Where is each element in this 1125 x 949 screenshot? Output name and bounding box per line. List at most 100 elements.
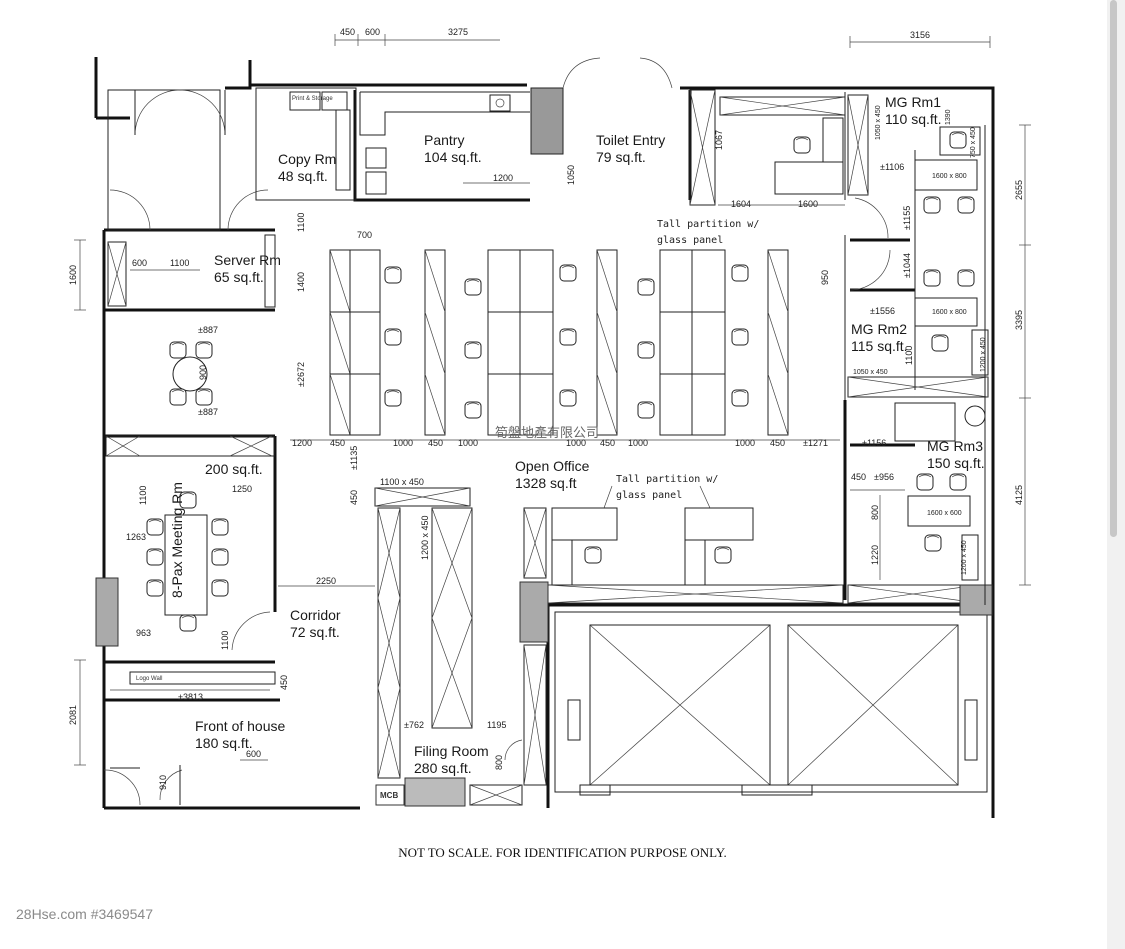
filing-room-area: 280 sq.ft. xyxy=(414,760,472,776)
toilet-entry-name: Toilet Entry xyxy=(596,132,665,148)
watermark-cn: 筍盤地產有限公司 xyxy=(495,425,599,440)
server-room xyxy=(107,234,276,308)
dim-row-9: 1000 xyxy=(628,438,648,448)
dim-top-2: 600 xyxy=(365,27,380,37)
dim-left-1: 1600 xyxy=(68,265,78,285)
dim-round-3: 900 xyxy=(198,365,208,380)
mg-room-1-name: MG Rm1 xyxy=(885,94,941,110)
dim-col-2: 1400 xyxy=(296,272,306,292)
workstation-block-3 xyxy=(637,249,749,436)
dim-row-12: ±1271 xyxy=(803,438,828,448)
dim-mg3-7: 1200 x 450 xyxy=(961,540,968,575)
dim-row-5: 1000 xyxy=(458,438,478,448)
mg-room-2-area: 115 sq.ft. xyxy=(851,338,908,354)
dim-row-11: 450 xyxy=(770,438,785,448)
dim-row-4: 450 xyxy=(428,438,443,448)
print-storage-label: Print & Storage xyxy=(292,96,333,102)
dim-mg3-1: ±1156 xyxy=(862,438,886,448)
dim-right-1: 2655 xyxy=(1014,180,1024,200)
dim-round-2: ±887 xyxy=(198,407,218,417)
scrollbar-thumb[interactable] xyxy=(1110,0,1117,537)
dim-mg3-5: 800 xyxy=(870,505,880,520)
dim-meeting-4: 963 xyxy=(136,628,151,638)
storage-column-1 xyxy=(424,249,446,436)
dim-meeting-1: 1100 xyxy=(138,486,148,505)
dim-row-3: 1000 xyxy=(393,438,413,448)
dim-pantry-w: 1200 xyxy=(493,173,513,183)
dim-mg2-4: 1600 x 800 xyxy=(932,309,967,316)
server-room-area: 65 sq.ft. xyxy=(214,269,264,285)
dim-right-3: 4125 xyxy=(1014,485,1024,505)
meeting-room xyxy=(95,435,275,651)
left-dimension-line xyxy=(74,239,86,766)
partition-note-1-line1: Tall partition w/ xyxy=(657,219,759,230)
partition-note-2-line1: Tall partition w/ xyxy=(616,474,718,485)
dim-mg2-5: 950 xyxy=(820,270,830,285)
dim-top-3: 3275 xyxy=(448,27,468,37)
dim-mg2-7: 1050 x 450 xyxy=(853,369,888,376)
pantry-name: Pantry xyxy=(424,132,464,148)
dim-filing-2: 1200 x 450 xyxy=(420,515,430,560)
dim-row-8: 450 xyxy=(600,438,615,448)
dim-col-1: 1100 xyxy=(296,213,306,232)
disclaimer-text: NOT TO SCALE. FOR IDENTIFICATION PURPOSE… xyxy=(398,845,727,860)
dim-row-2: 450 xyxy=(330,438,345,448)
toilet-entry xyxy=(562,57,716,206)
logo-wall-label: Logo Wall xyxy=(136,676,162,682)
front-of-house xyxy=(103,689,270,806)
dim-foh-3: 600 xyxy=(246,749,261,759)
dim-desk-w: 700 xyxy=(357,230,372,240)
dim-mg1-6: 1390 xyxy=(945,109,952,125)
dim-mg1-1: ±1106 xyxy=(880,162,904,172)
dim-mg2-1: ±1155 xyxy=(902,206,912,230)
workstation-block-1 xyxy=(329,249,402,436)
mg-room-3 xyxy=(847,473,993,616)
dim-col-3: ±2672 xyxy=(296,362,306,387)
dim-filing-3: ±762 xyxy=(404,720,424,730)
dim-mg2-3: ±1556 xyxy=(870,306,895,316)
dim-mg1-7: 750 x 450 xyxy=(970,127,977,158)
dim-pantry-h: 1050 xyxy=(566,165,576,185)
copy-room: Print & Storage xyxy=(255,87,387,201)
dim-mg2-6: 1100 xyxy=(904,346,914,365)
dim-server-1: 600 xyxy=(132,258,147,268)
partition-note-1-line2: glass panel xyxy=(657,235,723,246)
dim-mg3-2: 450 xyxy=(851,472,866,482)
dim-row-7: 1000 xyxy=(566,438,586,448)
mg-room-2-name: MG Rm2 xyxy=(851,321,907,337)
dim-mg1-5: 1050 x 450 xyxy=(875,105,882,140)
dim-col-5: 450 xyxy=(349,490,359,505)
dim-mg1-3: 1600 xyxy=(798,199,818,209)
round-table xyxy=(169,341,213,406)
dim-mg1-2: 1604 xyxy=(731,199,751,209)
double-door-top-left xyxy=(107,89,269,231)
dim-mg3-3: ±956 xyxy=(874,472,894,482)
dim-foh-1: ±3813 xyxy=(178,692,203,702)
dim-meeting-3: 1263 xyxy=(126,532,146,542)
dim-right-2: 3395 xyxy=(1014,310,1024,330)
dim-top-right: 3156 xyxy=(910,30,930,40)
partition-note-2-line2: glass panel xyxy=(616,490,682,501)
top-dimension-line xyxy=(334,34,991,48)
workstation-block-2 xyxy=(464,249,577,436)
dim-filing-1: 1100 x 450 xyxy=(380,477,424,487)
mg-room-1 xyxy=(718,94,981,239)
mg-room-3-name: MG Rm3 xyxy=(927,438,983,454)
filing-room-cabinets xyxy=(374,487,549,807)
filing-room-name: Filing Room xyxy=(414,743,489,759)
meeting-room-name: 8-Pax Meeting Rm xyxy=(169,482,185,598)
right-dimension-line xyxy=(1019,124,1031,586)
logo-wall: Logo Wall xyxy=(129,671,276,685)
pantry xyxy=(359,87,564,184)
dim-left-2: 2081 xyxy=(68,705,78,725)
dim-filing-5: 800 xyxy=(494,755,504,770)
mg-room-3-area: 150 sq.ft. xyxy=(927,455,985,471)
dim-foh-2: 450 xyxy=(279,675,289,690)
pantry-area: 104 sq.ft. xyxy=(424,149,482,165)
corridor-name: Corridor xyxy=(290,607,341,623)
dim-server-2: 1100 xyxy=(170,258,189,268)
open-office-area: 1328 sq.ft xyxy=(515,475,577,491)
lift-core xyxy=(554,611,988,796)
dim-mg2-8: 1200 x 450 xyxy=(980,337,987,372)
